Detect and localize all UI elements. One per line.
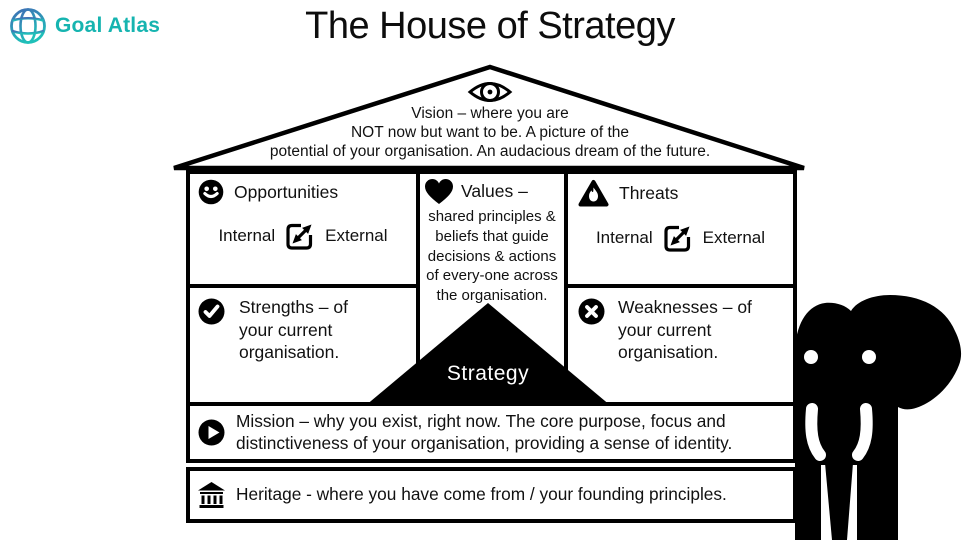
threats-box: Threats Internal External bbox=[564, 170, 797, 288]
values-line: of every-one across bbox=[426, 267, 558, 285]
globe-hash-logo-icon bbox=[10, 8, 46, 44]
flame-warning-triangle-icon bbox=[578, 180, 609, 207]
x-circle-icon bbox=[578, 298, 605, 325]
threats-label: Threats bbox=[619, 182, 679, 203]
opportunities-label: Opportunities bbox=[234, 181, 339, 202]
smiley-face-icon bbox=[198, 179, 224, 205]
goal-atlas-logo: Goal Atlas bbox=[8, 6, 160, 46]
values-line: the organisation. bbox=[436, 287, 548, 305]
weaknesses-line: organisation. bbox=[618, 342, 719, 362]
external-label: External bbox=[325, 226, 388, 245]
strategy-label: Strategy bbox=[446, 362, 530, 385]
weaknesses-box: Weaknesses – of your current organisatio… bbox=[564, 284, 797, 406]
internal-external-arrow-icon bbox=[664, 225, 690, 252]
roof-triangle bbox=[173, 64, 805, 171]
external-label: External bbox=[702, 228, 766, 247]
eye-icon bbox=[467, 82, 513, 102]
strategy-triangle bbox=[365, 303, 611, 406]
internal-label: Internal bbox=[595, 228, 653, 247]
heritage-box: Heritage - where you have come from / yo… bbox=[186, 467, 797, 523]
heritage-text: Heritage - where you have come from / yo… bbox=[236, 484, 727, 505]
strengths-line: organisation. bbox=[239, 342, 340, 362]
internal-external-arrow-icon bbox=[286, 223, 313, 250]
vision-line: potential of your organisation. An audac… bbox=[269, 143, 711, 160]
values-label: Values – bbox=[461, 181, 528, 201]
internal-label: Internal bbox=[218, 226, 276, 245]
heart-icon bbox=[425, 179, 453, 204]
play-circle-icon bbox=[198, 419, 225, 446]
values-text: shared principles & beliefs that guide d… bbox=[420, 207, 564, 306]
vision-line: Vision – where you are bbox=[411, 105, 569, 122]
bank-icon bbox=[198, 482, 225, 508]
check-circle-icon bbox=[198, 298, 225, 325]
strengths-text: Strengths – of your current organisation… bbox=[239, 296, 348, 364]
weaknesses-line: Weaknesses – of bbox=[618, 297, 752, 317]
mission-line: distinctiveness of your organisation, pr… bbox=[236, 432, 733, 453]
vision-line: NOT now but want to be. A picture of the bbox=[350, 124, 630, 141]
weaknesses-line: your current bbox=[618, 319, 712, 340]
mission-text: Mission – why you exist, right now. The … bbox=[236, 411, 732, 454]
values-line: beliefs that guide bbox=[435, 227, 549, 245]
opportunities-box: Opportunities Internal External bbox=[186, 170, 420, 288]
strengths-line: Strengths – of bbox=[239, 297, 348, 317]
values-line: decisions & actions bbox=[427, 247, 557, 265]
values-line: shared principles & bbox=[428, 208, 556, 225]
vision-text: Vision – where you are NOT now but want … bbox=[210, 104, 770, 161]
mission-line: Mission – why you exist, right now. The … bbox=[236, 411, 726, 431]
strengths-line: your current bbox=[239, 319, 333, 340]
mission-box: Mission – why you exist, right now. The … bbox=[186, 402, 797, 463]
page-title: The House of Strategy bbox=[305, 5, 675, 47]
elephant-icon bbox=[795, 295, 962, 540]
weaknesses-text: Weaknesses – of your current organisatio… bbox=[618, 296, 752, 364]
logo-text: Goal Atlas bbox=[55, 14, 161, 37]
